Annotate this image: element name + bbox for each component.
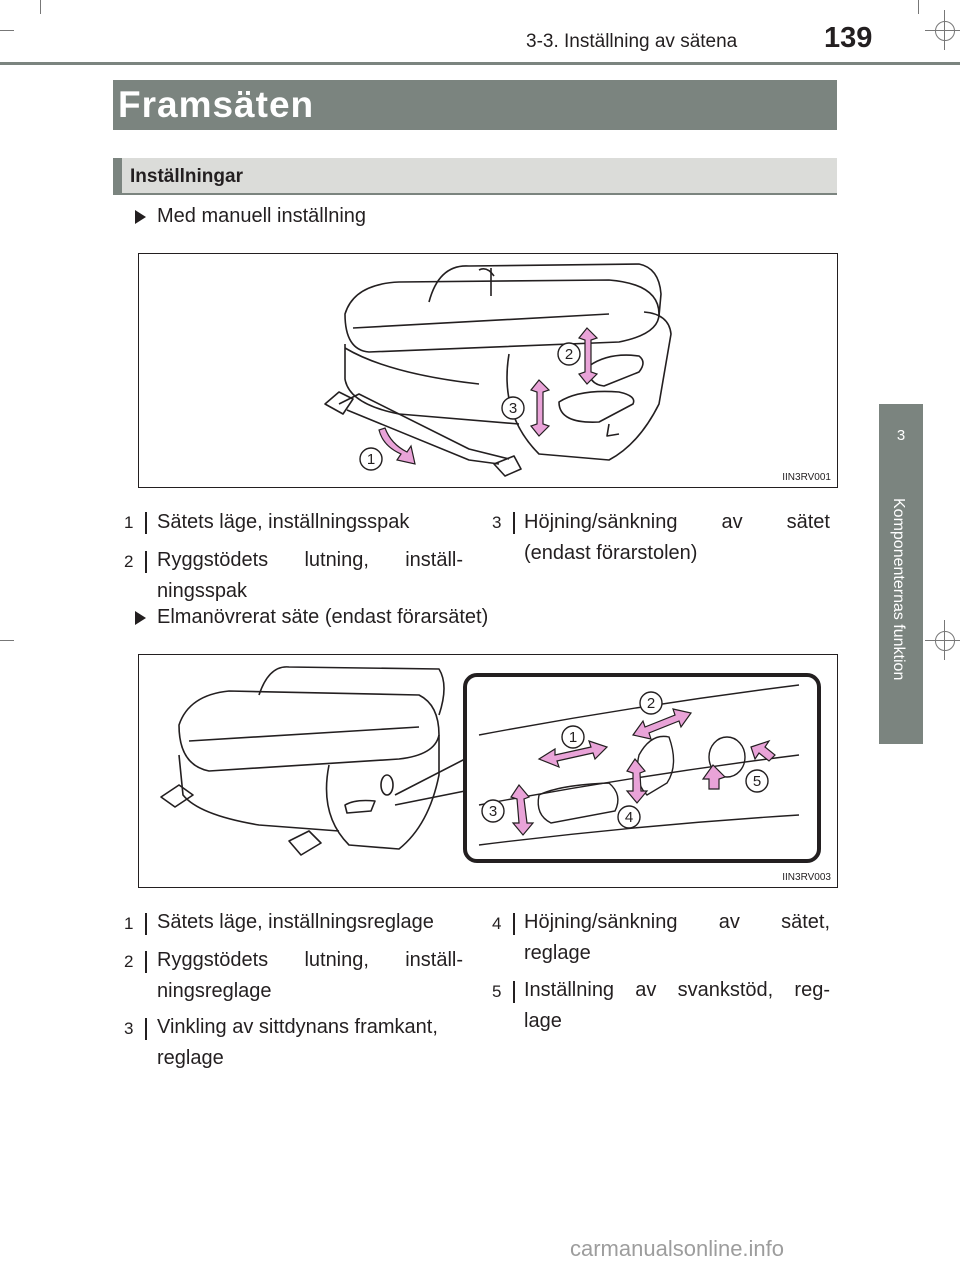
svg-text:1: 1 bbox=[367, 451, 375, 468]
item-text: reglage bbox=[157, 1047, 224, 1069]
svg-text:5: 5 bbox=[753, 773, 761, 790]
watermark: carmanualsonline.info bbox=[570, 1236, 785, 1261]
section-title: Framsäten bbox=[118, 84, 315, 125]
item-text: lage bbox=[524, 1010, 562, 1032]
crop-mark bbox=[925, 30, 960, 31]
chapter-title: Komponenternas funktion bbox=[890, 498, 907, 681]
figure-code: IIN3RV001 bbox=[782, 472, 831, 483]
power-seat-illustration: 1 2 3 4 5 bbox=[160, 666, 821, 863]
item-number: 4 bbox=[492, 913, 515, 935]
figure-code: IIN3RV003 bbox=[782, 872, 831, 883]
item-text: Vinkling av sittdynans framkant, bbox=[157, 1016, 438, 1038]
item-text: Ryggstödets lutning, inställ- bbox=[157, 549, 463, 571]
svg-text:2: 2 bbox=[647, 695, 655, 712]
svg-text:1: 1 bbox=[569, 729, 577, 746]
header-rule bbox=[0, 62, 960, 65]
section-title-bar bbox=[113, 80, 837, 130]
power-seat-figure: 1 2 3 4 5 IIN3RV003 bbox=[138, 654, 838, 888]
item-text: Inställning av svankstöd, reg- bbox=[524, 979, 830, 1001]
item-text: ningsreglage bbox=[157, 980, 272, 1002]
item-text: Sätets läge, inställningsreglage bbox=[157, 911, 434, 933]
subsection-bar bbox=[113, 158, 837, 194]
crop-mark bbox=[918, 0, 919, 14]
crop-mark bbox=[0, 30, 14, 31]
page-number: 139 bbox=[824, 22, 873, 54]
bullet-icon bbox=[135, 611, 146, 625]
item-text: Sätets läge, inställningsspak bbox=[157, 511, 410, 533]
item-number: 3 bbox=[492, 512, 515, 534]
running-head: 3-3. Inställning av sätena bbox=[526, 31, 738, 52]
item-text: (endast förarstolen) bbox=[524, 542, 698, 564]
svg-text:3: 3 bbox=[489, 803, 497, 820]
item-number: 5 bbox=[492, 981, 515, 1003]
svg-text:3: 3 bbox=[509, 400, 517, 417]
item-number: 3 bbox=[124, 1018, 147, 1040]
item-number: 1 bbox=[124, 913, 147, 935]
chapter-number: 3 bbox=[896, 427, 906, 444]
crop-mark bbox=[0, 640, 14, 641]
manual-seat-illustration: 1 2 3 bbox=[324, 263, 672, 477]
chapter-tab bbox=[879, 404, 923, 744]
subsection-accent bbox=[113, 158, 122, 194]
crop-mark bbox=[925, 640, 960, 641]
item-number: 1 bbox=[124, 512, 147, 534]
subsection-title: Inställningar bbox=[130, 166, 243, 187]
manual-seat-figure: 1 2 3 IIN3RV001 bbox=[138, 253, 838, 488]
svg-text:2: 2 bbox=[565, 346, 573, 363]
bullet-icon bbox=[135, 210, 146, 224]
bullet-manual: Med manuell inställning bbox=[157, 205, 367, 227]
item-number: 2 bbox=[124, 551, 147, 573]
item-text: reglage bbox=[524, 942, 591, 964]
registration-mark bbox=[935, 21, 955, 41]
registration-mark bbox=[935, 631, 955, 651]
item-text: Höjning/sänkning av sätet bbox=[524, 511, 830, 533]
item-text: ningsspak bbox=[157, 580, 248, 602]
item-text: Höjning/sänkning av sätet, bbox=[524, 911, 830, 933]
subsection-underline bbox=[113, 193, 837, 195]
svg-text:4: 4 bbox=[625, 809, 633, 826]
item-number: 2 bbox=[124, 951, 147, 973]
item-text: Ryggstödets lutning, inställ- bbox=[157, 949, 463, 971]
crop-mark bbox=[40, 0, 41, 14]
bullet-power: Elmanövrerat säte (endast förarsätet) bbox=[157, 606, 489, 628]
